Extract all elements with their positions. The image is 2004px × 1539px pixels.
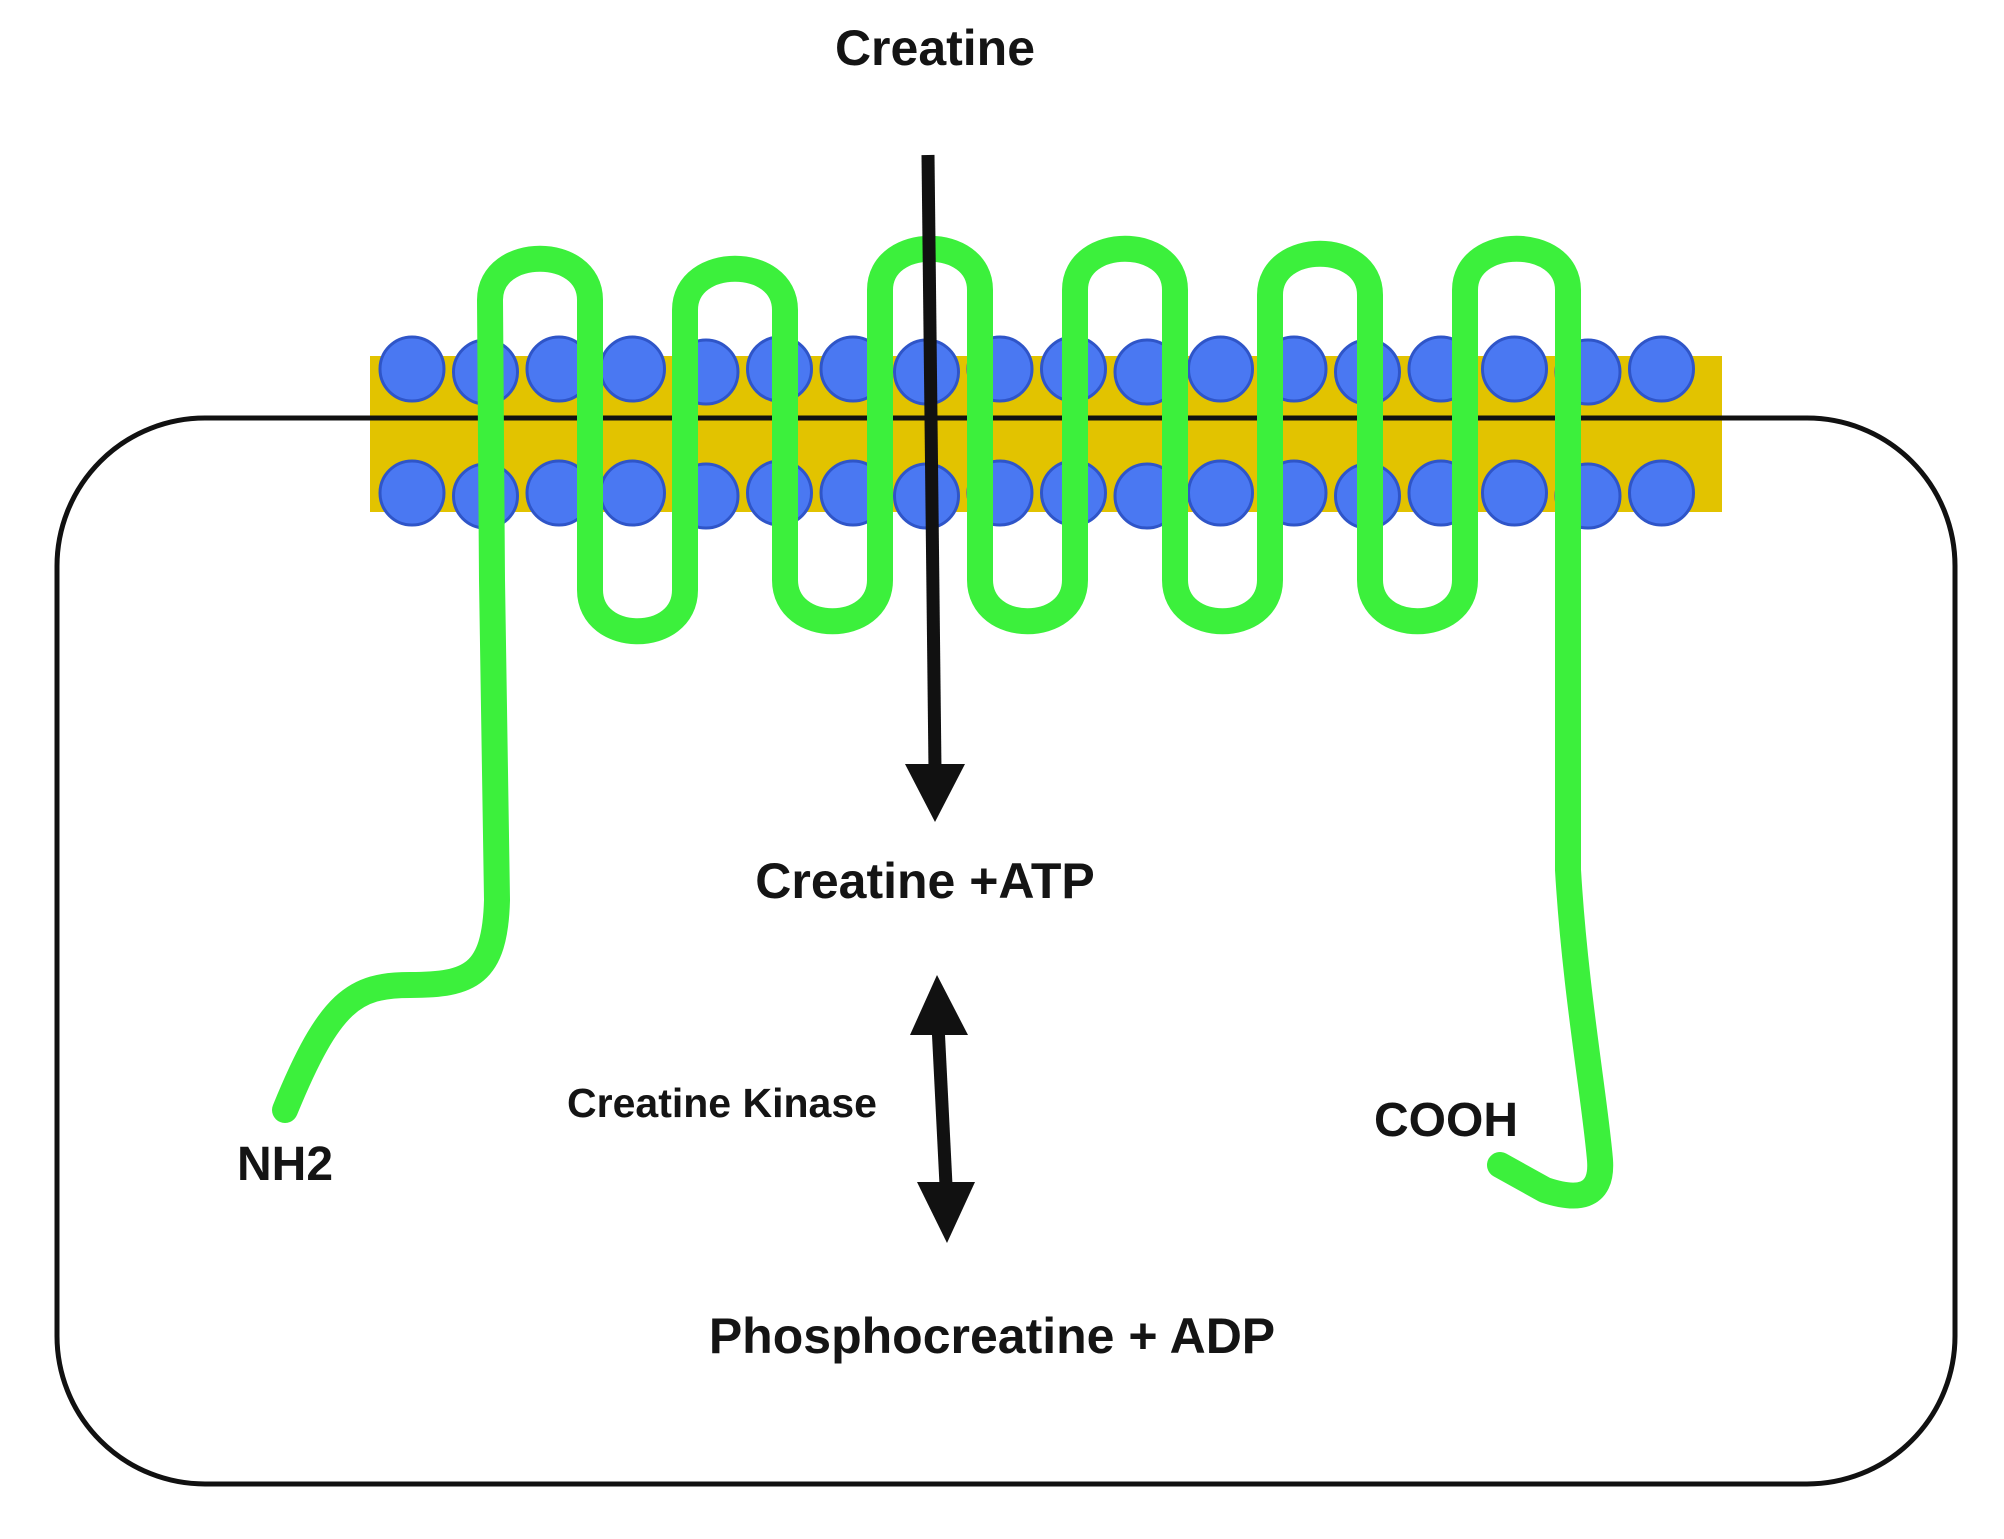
lipid-head-inner [1187,459,1254,527]
lipid-head-outer [1481,335,1548,403]
kinase-arrow-head-down [917,1182,975,1243]
lipid-head-inner [378,459,446,527]
kinase-arrow-head-up [910,975,968,1035]
nh2-terminus-label: NH2 [237,1138,333,1191]
lipid-head-inner [1628,459,1695,527]
lipid-head-inner [1481,459,1548,527]
kinase-arrow-shaft [931,1024,953,1186]
creatine-transporter-protein [272,235,1614,1209]
phosphocreatine-adp-label: Phosphocreatine + ADP [709,1308,1275,1364]
lipid-head-inner [599,459,666,527]
lipid-head-outer [378,335,446,403]
lipid-head-outer [1187,335,1254,403]
creatine-extracellular-label: Creatine [835,20,1035,76]
uptake-arrow-shaft [921,154,942,771]
lipid-head-outer [599,335,666,403]
creatine-atp-label: Creatine +ATP [755,853,1094,909]
uptake-arrow-head [905,764,965,822]
creatine-kinase-label: Creatine Kinase [567,1080,877,1126]
lipid-head-outer [1628,335,1695,403]
cooh-terminus-label: COOH [1374,1094,1518,1147]
